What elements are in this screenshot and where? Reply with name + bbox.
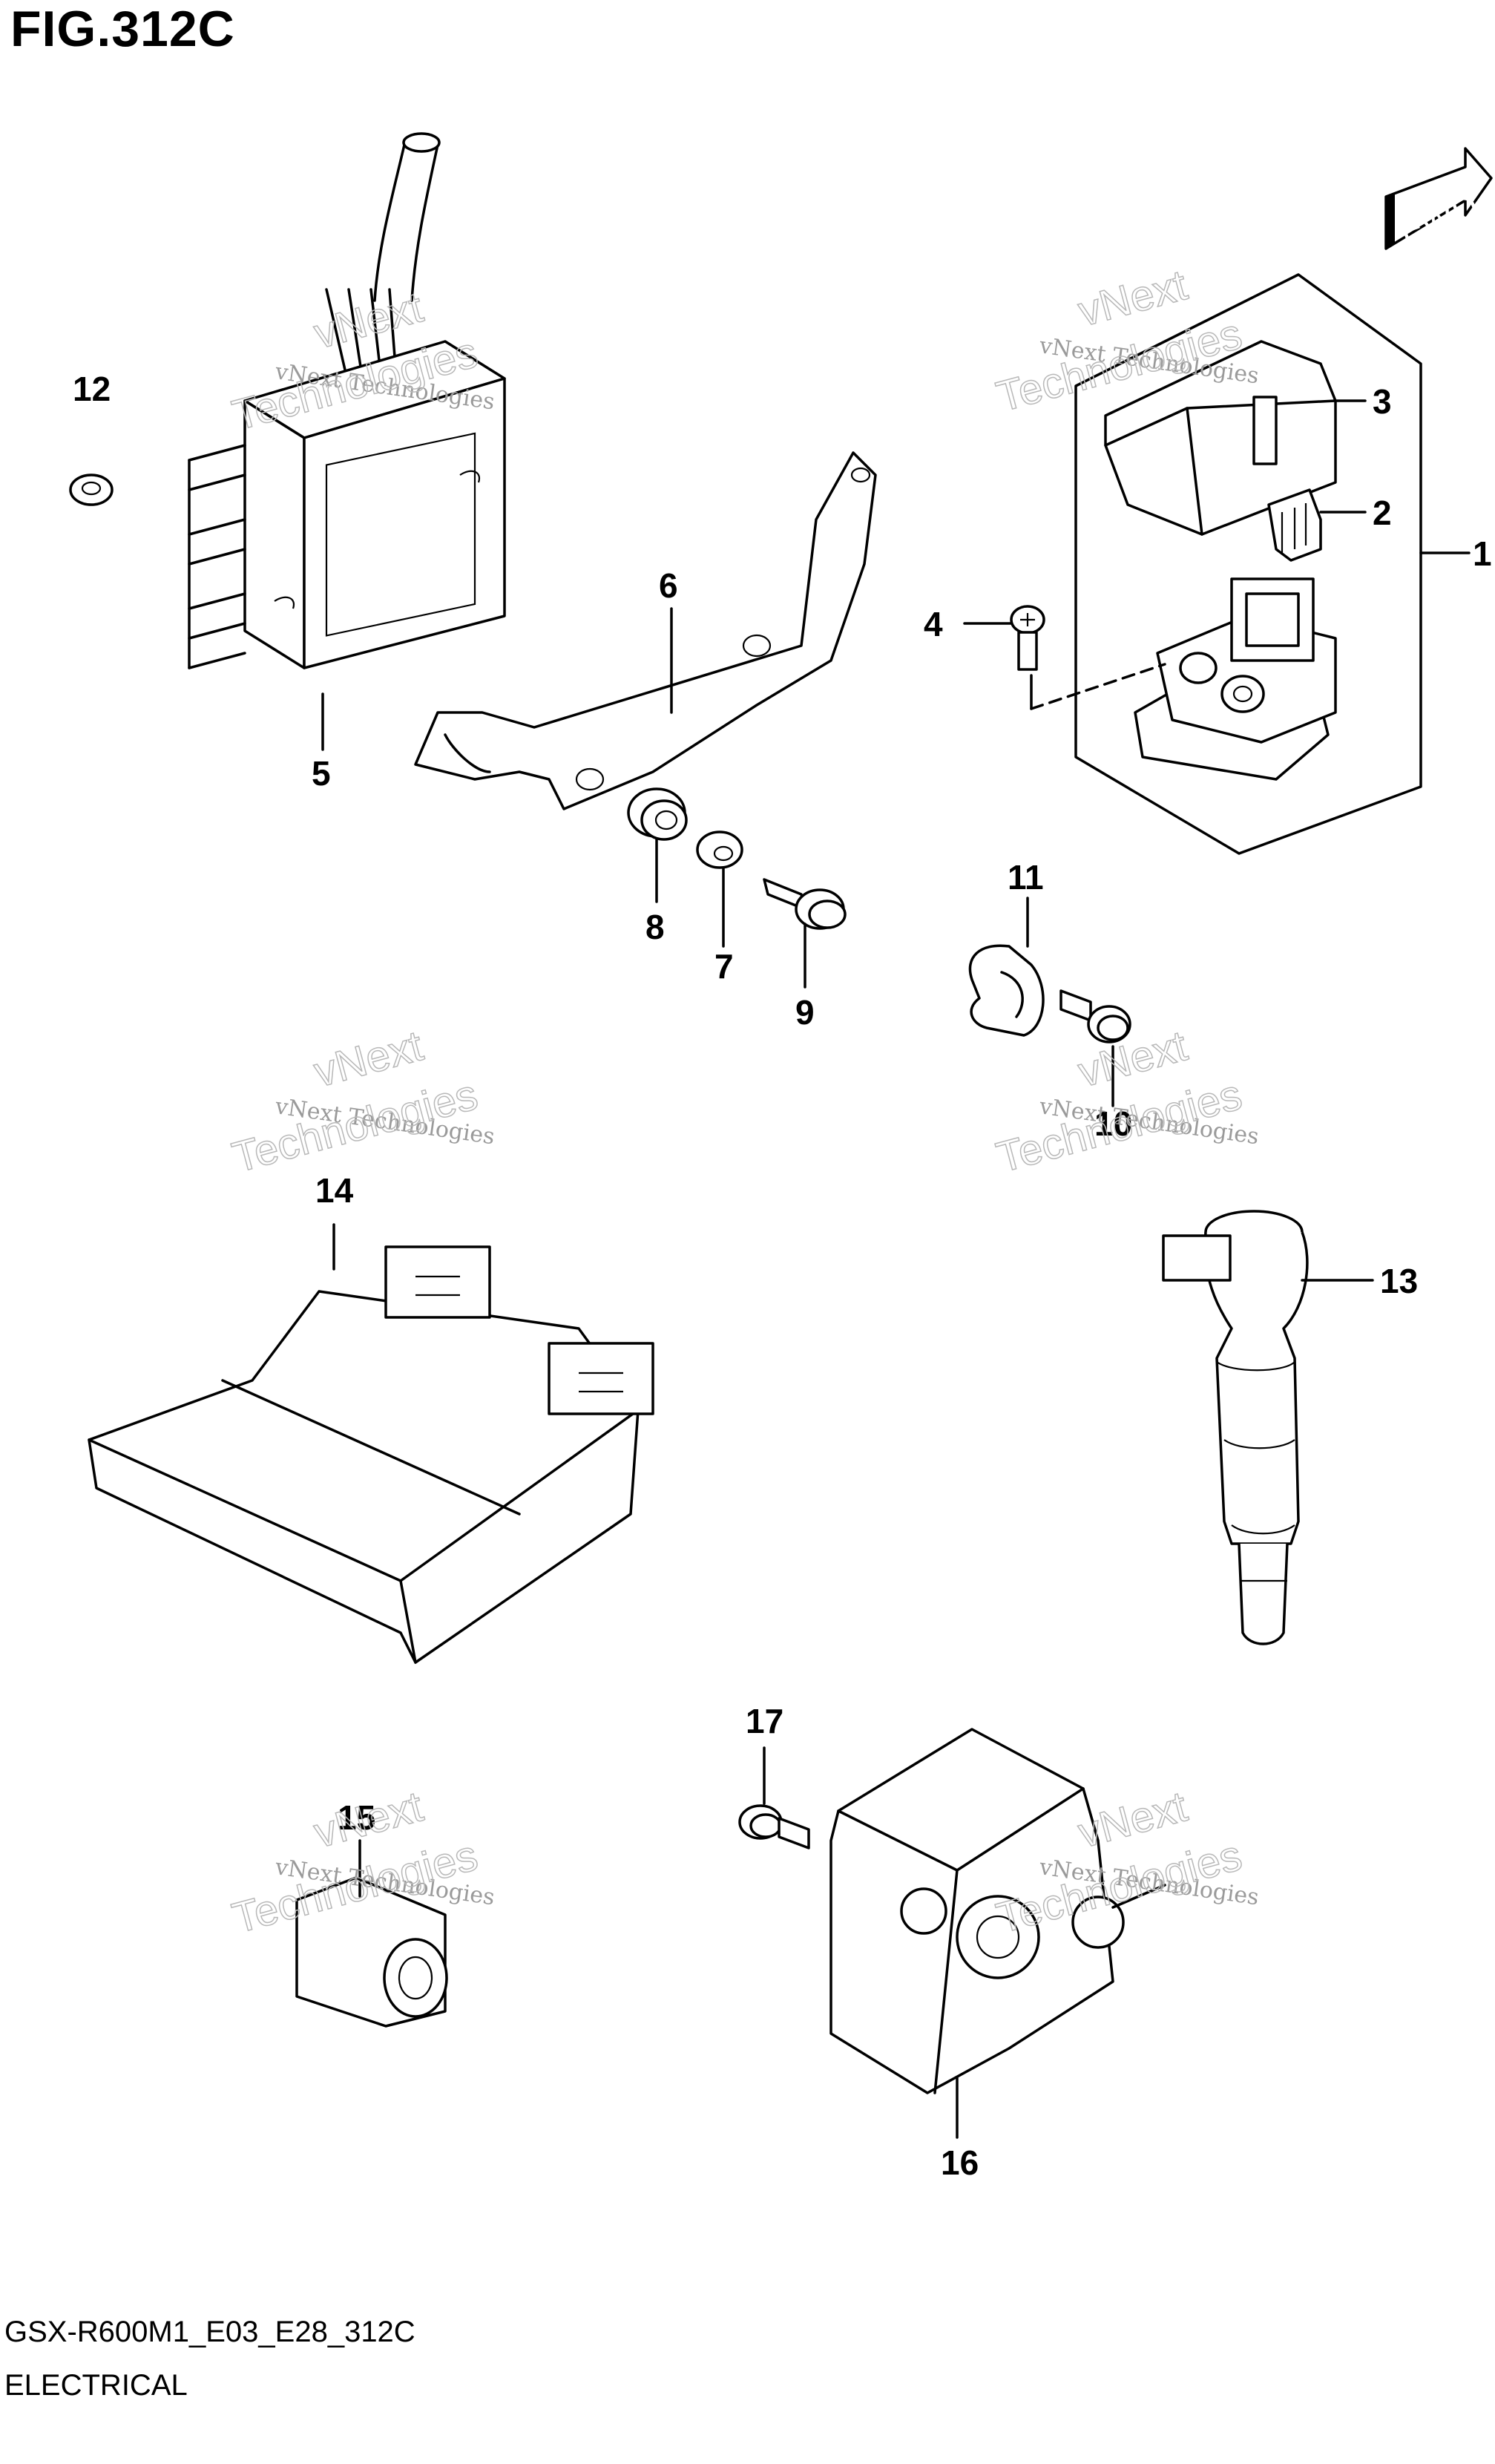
part-starter-relay — [1134, 577, 1337, 781]
callout-3: 3 — [1373, 382, 1392, 421]
watermark-4: vNext Technologies vNext Technologies — [991, 1021, 1261, 1183]
callout-11: 11 — [1008, 858, 1044, 897]
callout-10: 10 — [1094, 1104, 1132, 1143]
svg-text:vNext: vNext — [309, 1021, 428, 1096]
part-collar — [696, 830, 743, 869]
leader-lines — [321, 399, 1471, 2139]
part-screw-4 — [1010, 605, 1166, 710]
figure-category: ELECTRICAL — [4, 2369, 188, 2402]
callout-15: 15 — [338, 1798, 375, 1837]
part-ignition-coil — [1162, 1210, 1309, 1645]
figure-title: FIG.312C — [10, 1, 235, 57]
part-bracket — [414, 451, 877, 810]
svg-text:vNext: vNext — [1074, 1782, 1192, 1857]
callout-7: 7 — [714, 947, 734, 986]
part-bolt-10 — [1059, 989, 1131, 1043]
callout-17: 17 — [746, 1702, 783, 1740]
callout-8: 8 — [645, 908, 665, 946]
part-nut — [69, 474, 114, 506]
callout-labels: 1 2 3 4 5 6 7 8 9 10 11 12 13 14 15 16 1… — [73, 370, 1492, 2182]
part-bolt-9 — [763, 878, 847, 930]
callout-1: 1 — [1473, 534, 1492, 573]
fwd-arrow-icon: FWD — [1384, 147, 1493, 252]
figure-code: GSX-R600M1_E03_E28_312C — [4, 2316, 415, 2348]
callout-6: 6 — [659, 566, 678, 605]
callout-12: 12 — [73, 370, 111, 408]
svg-text:vNext: vNext — [309, 1782, 428, 1857]
part-actuator — [829, 1728, 1166, 2094]
callout-16: 16 — [941, 2143, 979, 2182]
callout-2: 2 — [1373, 494, 1392, 532]
part-relay-cover — [1104, 340, 1337, 536]
callout-13: 13 — [1380, 1262, 1418, 1300]
part-fuse — [1267, 488, 1322, 562]
part-bolt-17 — [738, 1804, 810, 1849]
callout-4: 4 — [924, 605, 943, 643]
part-clamp — [968, 944, 1045, 1037]
relay-set-box — [1074, 273, 1422, 855]
callout-9: 9 — [795, 993, 815, 1032]
svg-text:vNext: vNext — [1074, 261, 1192, 335]
watermark-2: vNext Technologies vNext Technologies — [991, 261, 1261, 422]
callout-14: 14 — [315, 1171, 354, 1210]
part-ecm — [88, 1245, 654, 1664]
part-grommet — [627, 787, 688, 841]
watermark-3: vNext Technologies vNext Technologies — [227, 1021, 496, 1183]
part-regulator — [188, 132, 506, 669]
callout-5: 5 — [312, 754, 331, 793]
part-sensor-15 — [295, 1876, 448, 2028]
